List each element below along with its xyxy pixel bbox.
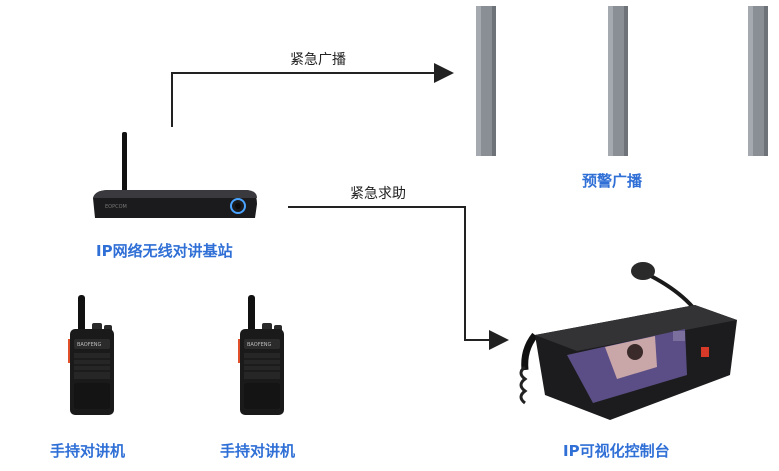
radio-right-caption: 手持对讲机	[220, 442, 296, 460]
column-speaker	[748, 6, 768, 156]
radio-left-caption: 手持对讲机	[50, 442, 126, 460]
base-station-caption: IP网络无线对讲基站	[96, 242, 233, 260]
handheld-radio: BAOFENG	[68, 295, 114, 415]
column-speaker	[476, 6, 496, 156]
edge-label-broadcast: 紧急广播	[290, 52, 346, 68]
speakers-caption: 预警广播	[582, 172, 643, 190]
column-speaker	[608, 6, 628, 156]
radio-brand: BAOFENG	[77, 342, 101, 348]
edge-broadcast-arrow	[171, 63, 454, 127]
edge-label-help: 紧急求助	[350, 186, 406, 202]
wireless-base-station: EOPCOM	[93, 132, 257, 218]
ip-video-console	[519, 262, 737, 420]
radio-brand: BAOFENG	[247, 342, 271, 348]
handheld-radio: BAOFENG	[238, 295, 284, 415]
console-caption: IP可视化控制台	[563, 442, 670, 460]
edge-help-arrow	[288, 206, 509, 350]
base-station-brand: EOPCOM	[105, 204, 127, 210]
